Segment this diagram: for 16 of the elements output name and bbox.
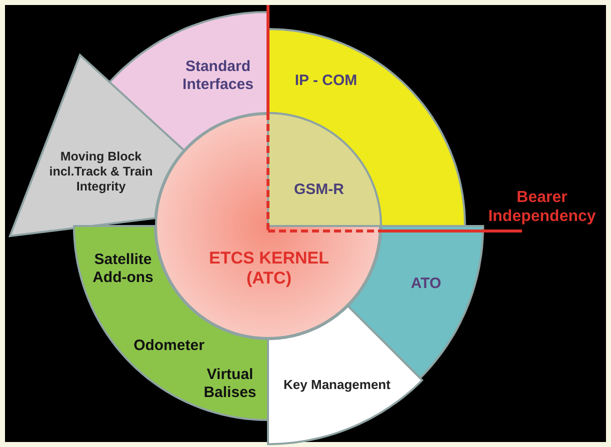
segment-label: ETCS KERNEL (ATC) xyxy=(208,248,330,290)
ring-segment xyxy=(108,12,268,150)
segment-label: IP - COM xyxy=(294,72,358,90)
ring-segment xyxy=(268,306,422,444)
segment-label: Satellite Add-ons xyxy=(92,251,154,287)
segment-label: ATO xyxy=(410,275,442,293)
segment-label: GSM-R xyxy=(293,181,345,199)
ring-segment xyxy=(348,226,483,378)
boundary-label: Bearer Independency xyxy=(487,188,597,226)
wedge-segment xyxy=(10,55,184,236)
segment-label: Moving Block incl.Track & Train Integrity xyxy=(48,150,154,194)
segment-label: Odometer xyxy=(132,337,206,355)
segment-label: Key Management xyxy=(282,377,392,393)
ring-segment xyxy=(268,29,465,226)
segment-label: Standard Interfaces xyxy=(182,58,254,94)
segment-label: Virtual Balises xyxy=(202,366,258,402)
